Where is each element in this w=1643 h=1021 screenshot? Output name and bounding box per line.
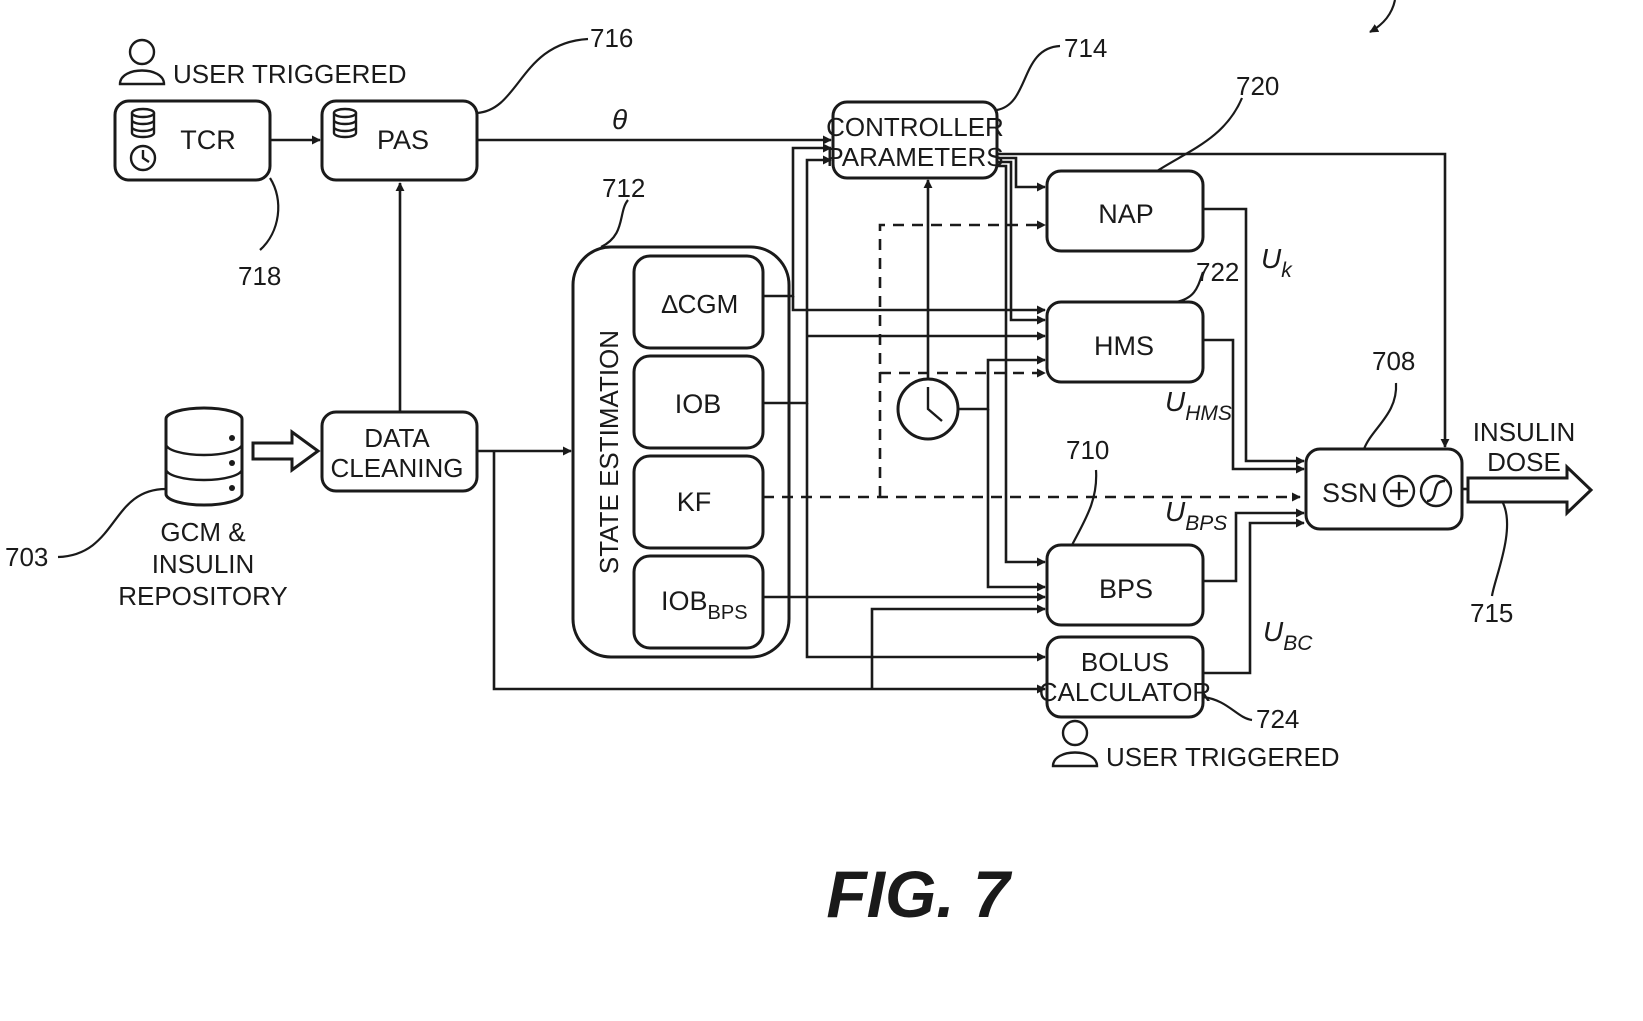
ref-716: 716 <box>590 23 633 53</box>
bolus-branch-to-bps-line <box>872 609 1045 689</box>
u-k-label: Uk <box>1261 243 1293 282</box>
insulin-dose-label-line2: DOSE <box>1487 447 1561 477</box>
figure-pointer-arrow <box>1370 0 1395 32</box>
bps-block: BPS <box>1047 545 1203 625</box>
controller-parameters-label-line1: CONTROLLER <box>826 112 1004 142</box>
ref-708: 708 <box>1372 346 1415 376</box>
u-bc-subscript: BC <box>1283 632 1313 655</box>
bolus-calculator-label-line2: CALCULATOR <box>1039 677 1211 707</box>
iob-bps-base: IOB <box>661 586 708 616</box>
u-bps-symbol: U <box>1165 496 1186 527</box>
ref-712-leader <box>601 200 628 247</box>
ref-715-leader <box>1492 503 1507 596</box>
tcr-label: TCR <box>180 125 236 155</box>
hms-block: HMS <box>1047 302 1203 382</box>
repository-database-icon <box>166 408 242 505</box>
pas-block: PAS <box>322 101 477 180</box>
ref-703-leader <box>58 489 166 557</box>
ref-708-leader <box>1364 383 1396 449</box>
ssn-block: SSN <box>1306 449 1462 529</box>
ref-724: 724 <box>1256 704 1299 734</box>
state-estimation-label: STATE ESTIMATION <box>594 330 624 574</box>
kf-block: KF <box>634 456 763 548</box>
ref-720-leader <box>1157 98 1242 171</box>
ssn-label: SSN <box>1322 478 1378 508</box>
u-hms-subscript: HMS <box>1185 402 1232 425</box>
hms-label: HMS <box>1094 331 1154 361</box>
iob-block: IOB <box>634 356 763 448</box>
iob-bps-block: IOBBPS <box>634 556 763 648</box>
u-bps-label: UBPS <box>1165 496 1227 535</box>
u-hms-symbol: U <box>1165 386 1186 417</box>
kf-label: KF <box>677 487 712 517</box>
theta-label: θ <box>612 104 627 135</box>
u-hms-label: UHMS <box>1165 386 1232 425</box>
state-estimation-block: STATE ESTIMATION ∆CGM IOB KF IOBBPS <box>573 247 789 657</box>
u-bps-subscript: BPS <box>1185 512 1227 535</box>
iob-bps-subscript: BPS <box>708 602 748 624</box>
u-bc-symbol: U <box>1263 616 1284 647</box>
data-cleaning-label-line2: CLEANING <box>331 453 464 483</box>
timer-clock-icon <box>898 379 958 439</box>
user-icon-top <box>120 40 164 84</box>
clock-to-hms-line <box>958 360 1045 409</box>
delta-cgm-label: ∆CGM <box>662 289 739 319</box>
insulin-dose-label-line1: INSULIN <box>1473 417 1576 447</box>
user-icon-bottom <box>1053 721 1097 766</box>
ref-703: 703 <box>5 542 48 572</box>
tcr-block: TCR <box>115 101 270 180</box>
params-to-bps-line <box>997 166 1045 562</box>
repository-to-cleaning-arrow <box>253 432 318 470</box>
controller-parameters-block: CONTROLLER PARAMETERS <box>826 102 1004 178</box>
repository-label-line3: REPOSITORY <box>118 581 288 611</box>
u-bc-label: UBC <box>1263 616 1313 655</box>
ref-710-leader <box>1072 470 1096 545</box>
controller-parameters-label-line2: PARAMETERS <box>826 142 1003 172</box>
figure-label: FIG. 7 <box>826 857 1013 931</box>
u-k-symbol: U <box>1261 243 1282 274</box>
ref-720: 720 <box>1236 71 1279 101</box>
ref-718-leader <box>260 178 278 250</box>
ref-716-leader <box>477 39 588 113</box>
data-cleaning-label-line1: DATA <box>364 423 430 453</box>
bolus-calculator-label-line1: BOLUS <box>1081 647 1169 677</box>
iob-to-bolus-line <box>807 403 1045 657</box>
delta-cgm-block: ∆CGM <box>634 256 763 348</box>
nap-label: NAP <box>1098 199 1154 229</box>
ref-712: 712 <box>602 173 645 203</box>
ref-722: 722 <box>1196 257 1239 287</box>
user-triggered-label-top: USER TRIGGERED <box>173 59 407 89</box>
pas-label: PAS <box>377 125 429 155</box>
ref-718: 718 <box>238 261 281 291</box>
user-triggered-label-bottom: USER TRIGGERED <box>1106 742 1340 772</box>
ref-714-leader <box>997 46 1060 110</box>
nap-block: NAP <box>1047 171 1203 251</box>
ref-714: 714 <box>1064 33 1107 63</box>
ref-710: 710 <box>1066 435 1109 465</box>
u-k-subscript: k <box>1281 259 1293 282</box>
iob-label: IOB <box>675 389 722 419</box>
bolus-calculator-block: BOLUS CALCULATOR <box>1039 637 1211 717</box>
ref-715: 715 <box>1470 598 1513 628</box>
repository-label-line2: INSULIN <box>152 549 255 579</box>
repository-label-line1: GCM & <box>160 517 245 547</box>
data-cleaning-block: DATA CLEANING <box>322 412 477 491</box>
bps-label: BPS <box>1099 574 1153 604</box>
